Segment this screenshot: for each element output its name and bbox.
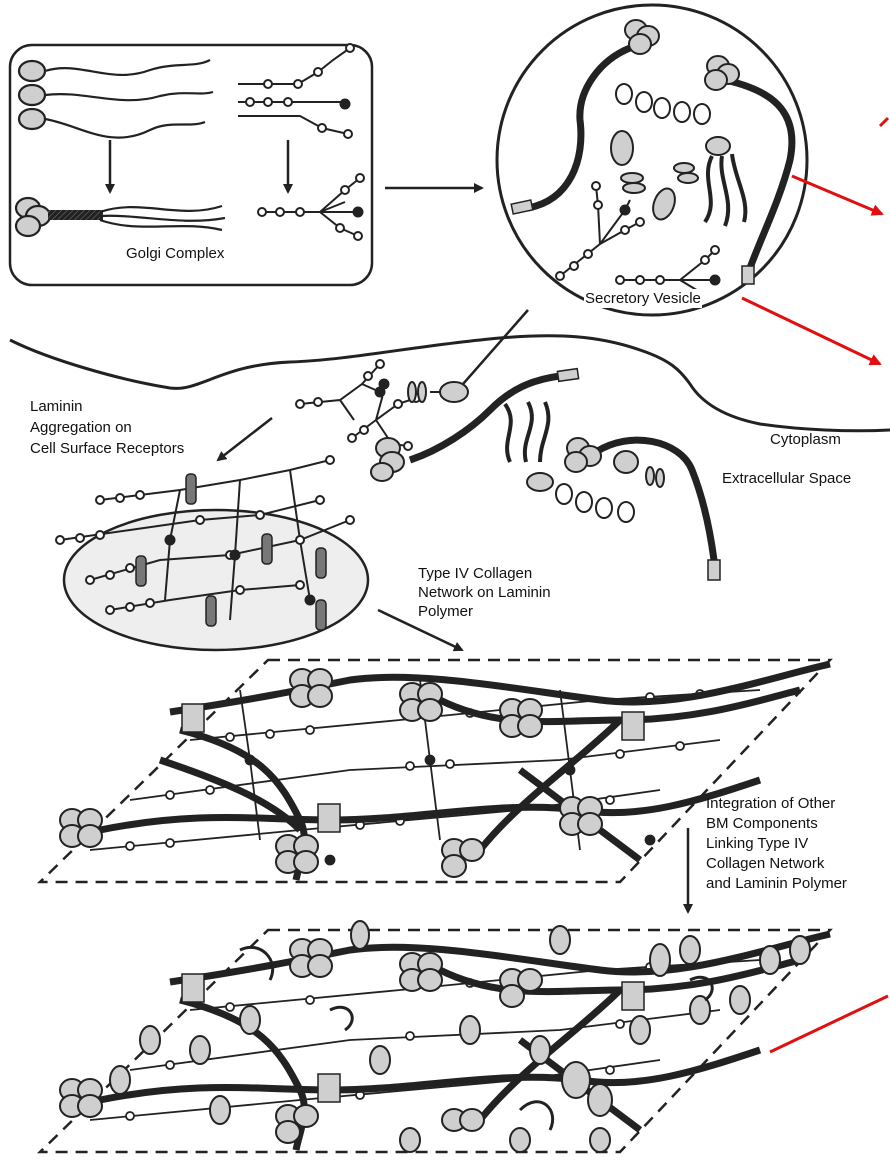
assembled-laminin [258,174,364,240]
assembled-collagen-trimer [16,198,225,236]
laminin-aggregation-arrow [218,418,272,460]
integrated-basement-membrane-sheet [40,921,830,1152]
extracellular-space-label: Extracellular Space [722,469,851,488]
secreted-components [296,360,720,580]
red-line-lower [770,996,888,1052]
red-arrow-middle [742,298,880,364]
red-mark-top [880,118,888,126]
golgi-complex-label: Golgi Complex [126,244,224,263]
laminin-receptor-patch [56,456,368,650]
secretory-vesicle-label: Secretory Vesicle [584,289,702,308]
secretory-vesicle [497,5,807,315]
collagen-network-label: Type IV Collagen Network on Laminin Poly… [418,564,551,621]
integration-label: Integration of Other BM Components Linki… [706,794,847,894]
red-arrow-upper [792,176,882,214]
laminin-aggregation-label: Laminin Aggregation on Cell Surface Rece… [30,396,184,459]
vesicle-to-membrane-arrow [456,310,528,392]
laminin-chains [238,44,354,138]
cytoplasm-label: Cytoplasm [770,430,841,449]
procollagen-chains [19,60,213,138]
